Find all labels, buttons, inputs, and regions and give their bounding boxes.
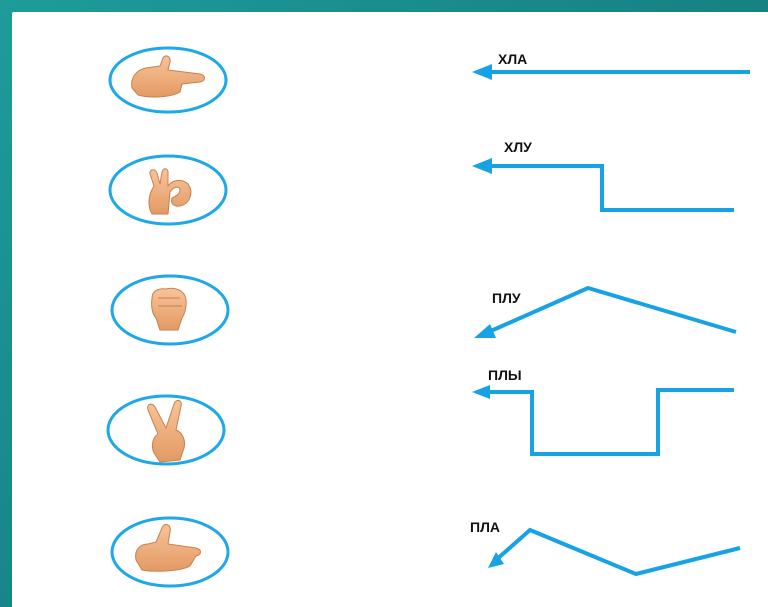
gesture-row-1: ХЛА [108,46,750,114]
gesture-path-3 [483,285,737,336]
gesture-arrow-4 [472,385,490,399]
gesture-label-3: ПЛУ [492,290,521,306]
gesture-arrow-5 [488,552,504,568]
gesture-ellipse-5 [110,516,230,588]
gesture-path-5 [494,527,741,577]
gesture-ellipse-1 [108,46,228,114]
gesture-row-3: ПЛУ [110,274,737,346]
gesture-label-2: ХЛУ [504,139,532,155]
pointing-hand-icon [131,55,205,98]
gesture-label-1: ХЛА [498,51,527,67]
gesture-path-4 [478,388,734,456]
gesture-row-5: ПЛА [110,516,741,588]
gesture-ellipse-2 [108,154,228,226]
gesture-arrow-2 [472,158,492,174]
fist-icon [151,287,187,331]
gesture-row-2: ХЛУ [108,139,734,226]
gesture-ellipse-3 [110,274,230,346]
thumb-hand-icon [135,524,201,572]
gesture-label-4: ПЛЫ [488,367,522,383]
gesture-row-4: ПЛЫ [106,367,734,466]
gesture-arrow-1 [472,64,492,80]
ok-hand-icon [148,168,192,215]
victory-hand-icon [147,399,185,463]
gesture-ellipse-4 [106,394,226,466]
gesture-path-2 [478,164,734,212]
content-panel [12,12,768,607]
gesture-label-5: ПЛА [470,519,500,535]
gesture-arrow-3 [474,324,496,338]
